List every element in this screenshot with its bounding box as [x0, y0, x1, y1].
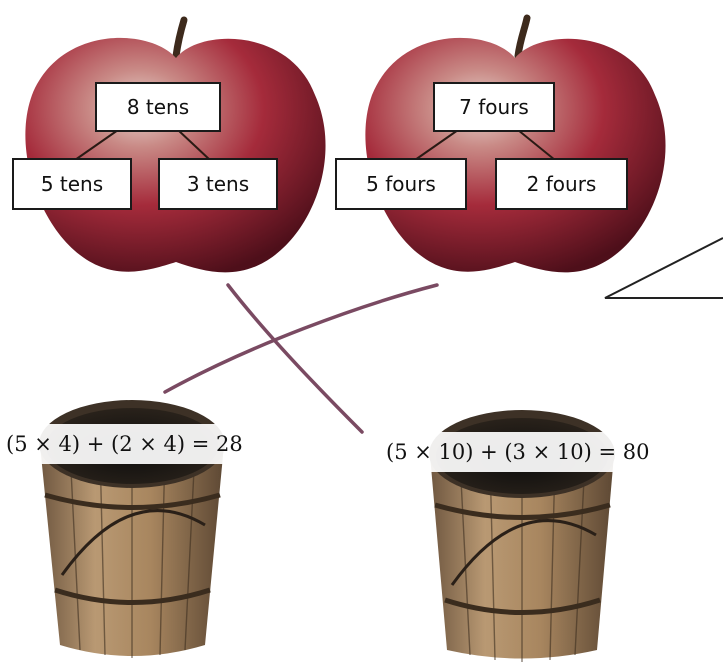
bond-lines-right — [414, 129, 556, 161]
bond-whole-box: 8 tens — [95, 82, 221, 132]
bond-part-box: 3 tens — [158, 158, 278, 210]
apple-right — [365, 14, 666, 273]
triangle-shape — [604, 237, 723, 299]
bond-part-box: 5 tens — [12, 158, 132, 210]
bond-whole-box: 7 fours — [433, 82, 555, 132]
apple-body — [25, 37, 326, 273]
apple-body — [365, 37, 666, 273]
bond-lines-left — [74, 129, 211, 161]
bond-part-box: 2 fours — [495, 158, 628, 210]
bucket-handle — [60, 509, 206, 576]
apple-stem — [172, 16, 188, 60]
match-line-apple-right-to-bucket-left — [163, 283, 439, 394]
apple-stem — [514, 14, 531, 60]
match-line-apple-left-to-bucket-right — [226, 283, 364, 434]
bucket-equation: (5 × 4) + (2 × 4) = 28 — [0, 424, 249, 464]
bucket-handle — [450, 519, 597, 586]
bond-part-box: 5 fours — [335, 158, 467, 210]
apple-left — [25, 16, 326, 273]
bucket-equation: (5 × 10) + (3 × 10) = 80 — [380, 432, 656, 472]
